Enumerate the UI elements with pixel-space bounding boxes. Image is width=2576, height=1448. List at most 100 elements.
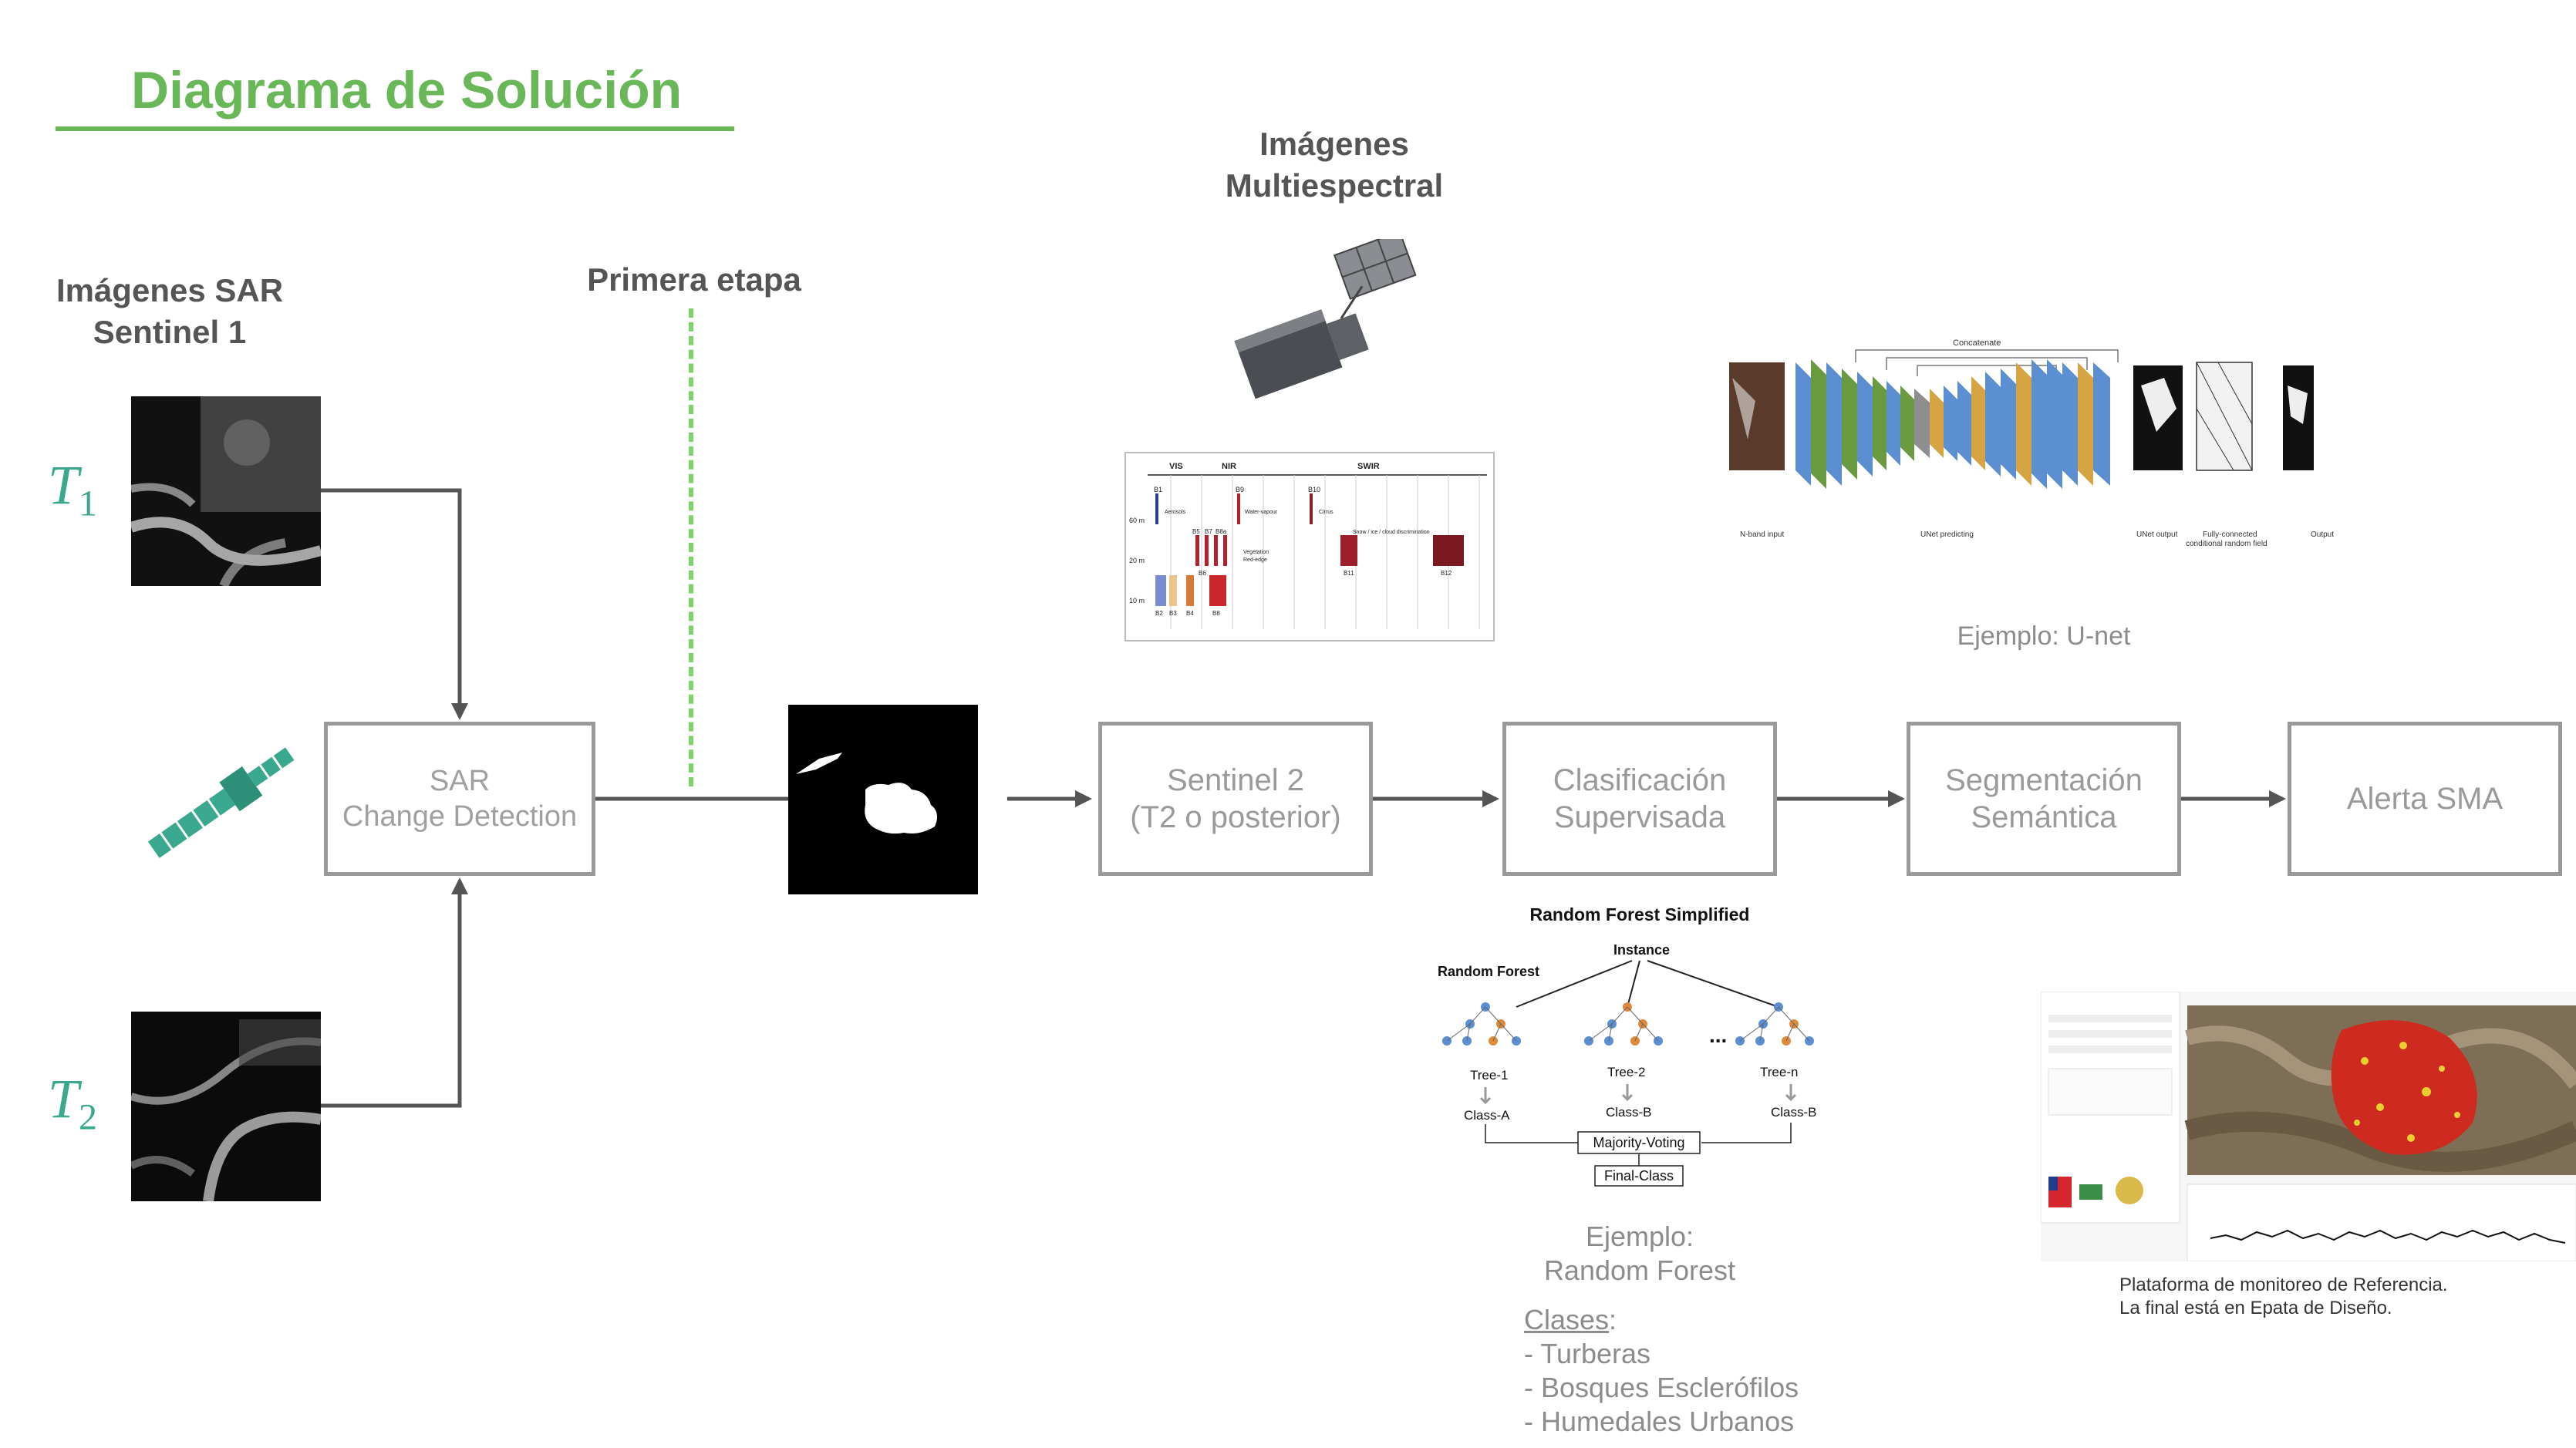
- note-aerosols: Aerosols: [1165, 510, 1186, 515]
- unet-label-final: Output: [2311, 530, 2334, 539]
- t1-sub: 1: [79, 483, 98, 524]
- rf-caption-line1: Ejemplo:: [1585, 1221, 1694, 1252]
- segmentacion-semantica-box: Segmentación Semántica: [1907, 722, 2181, 876]
- unet-label-output: UNet output: [2136, 530, 2178, 539]
- unet-label-input: N-band input: [1740, 530, 1784, 539]
- t2-sub: 2: [79, 1096, 98, 1138]
- band-b5: B5: [1192, 528, 1200, 535]
- unet-label-crf: conditional random field: [2186, 540, 2267, 548]
- s2-box-line2: (T2 o posterior): [1130, 800, 1341, 834]
- res-60m: 60 m: [1129, 517, 1145, 524]
- unet-layers: [1795, 359, 2110, 489]
- note-vegetation: Vegetation: [1243, 550, 1269, 555]
- clasif-box-line1: Clasificación: [1553, 763, 1727, 797]
- band-b1: B1: [1154, 486, 1162, 493]
- sar-box-line2: Change Detection: [342, 800, 578, 833]
- unet-diagram: Concatenate N-band input UNet predicting…: [1729, 338, 2334, 548]
- sar-label-line2: Sentinel 1: [93, 314, 247, 350]
- clasif-box-line2: Supervisada: [1553, 800, 1726, 834]
- band-b7: B7: [1205, 528, 1212, 535]
- multispectral-satellite-icon: [1234, 239, 1417, 399]
- res-20m: 20 m: [1129, 557, 1145, 564]
- rf-class-b-1: Class-B: [1606, 1105, 1652, 1120]
- t1-letter: T: [48, 454, 79, 516]
- t2-to-sar-arrow: [321, 877, 468, 1108]
- sar-image-t2: [131, 1012, 321, 1201]
- band-b2: B2: [1155, 610, 1163, 617]
- rf-class-a: Class-A: [1464, 1108, 1510, 1123]
- clases-heading: Clases: [1524, 1304, 1610, 1335]
- rf-tree-2: [1584, 1002, 1663, 1046]
- band-b3: B3: [1169, 610, 1177, 617]
- sar-change-detection-box: SAR Change Detection: [324, 722, 595, 876]
- page-title: Diagrama de Solución: [131, 61, 683, 120]
- clases-colon: :: [1609, 1304, 1617, 1335]
- rf-majority-voting: Majority-Voting: [1593, 1135, 1684, 1150]
- multi-label-line1: Imágenes: [1259, 126, 1409, 162]
- rf-caption: Ejemplo: Random Forest: [1485, 1220, 1794, 1288]
- rf-tree-n-label: Tree-n: [1760, 1065, 1798, 1079]
- multi-label-line2: Multiespectral: [1225, 167, 1444, 204]
- t2-letter: T: [48, 1068, 79, 1130]
- t2-label: T2: [48, 1067, 97, 1138]
- alerta-sma-box: Alerta SMA: [2288, 722, 2562, 876]
- band-region-vis: VIS: [1169, 462, 1183, 471]
- change-mask-image: [788, 705, 978, 894]
- sar-satellite-icon: [147, 747, 295, 858]
- multiespectral-label: Imágenes Multiespectral: [1149, 123, 1519, 207]
- t1-label: T1: [48, 453, 97, 524]
- clases-list: Clases: - Turberas - Bosques Esclerófilo…: [1524, 1303, 1894, 1439]
- unet-label-fc: Fully-connected: [2203, 530, 2257, 539]
- rf-dots: ...: [1709, 1023, 1727, 1047]
- band-b8a: B8a: [1216, 528, 1227, 535]
- band-b6: B6: [1199, 570, 1206, 577]
- rf-title: Random Forest Simplified: [1530, 904, 1750, 924]
- t1-to-sar-arrow: [321, 488, 468, 720]
- band-b11: B11: [1344, 570, 1354, 577]
- rf-tree-2-label: Tree-2: [1607, 1065, 1645, 1079]
- rf-class-b-2: Class-B: [1771, 1105, 1817, 1120]
- rf-tree-1: [1442, 1002, 1521, 1046]
- rf-tree-1-label: Tree-1: [1470, 1068, 1508, 1083]
- sar-label-line1: Imágenes SAR: [56, 272, 284, 308]
- band-b8: B8: [1212, 610, 1220, 617]
- sar-image-t1: [131, 396, 321, 586]
- band-b4: B4: [1186, 610, 1194, 617]
- note-red-edge: Red-edge: [1243, 557, 1267, 563]
- band-region-nir: NIR: [1222, 462, 1236, 471]
- platform-caption: Plataforma de monitoreo de Referencia. L…: [2119, 1274, 2567, 1320]
- note-cirrus: Cirrus: [1319, 510, 1334, 515]
- rf-final-class: Final-Class: [1604, 1168, 1674, 1184]
- s2-box-line1: Sentinel 2: [1167, 763, 1304, 797]
- sar-images-label: Imágenes SAR Sentinel 1: [31, 270, 309, 353]
- rf-instance: Instance: [1613, 942, 1670, 958]
- title-underline: [56, 126, 734, 131]
- segm-box-line1: Segmentación: [1945, 763, 2143, 797]
- note-snow-ice-cloud: Snow / ice / cloud discrimination: [1353, 530, 1430, 535]
- random-forest-diagram: Random Forest Simplified Instance Random…: [1438, 904, 1817, 1187]
- band-b9: B9: [1236, 486, 1244, 493]
- rf-caption-line2: Random Forest: [1543, 1254, 1736, 1286]
- platform-caption-line1: Plataforma de monitoreo de Referencia.: [2119, 1275, 2448, 1295]
- clase-turberas: - Turberas: [1524, 1338, 1651, 1369]
- clase-bosques: - Bosques Esclerófilos: [1524, 1372, 1799, 1403]
- sentinel2-box: Sentinel 2 (T2 o posterior): [1098, 722, 1373, 876]
- sar-box-line1: SAR: [429, 765, 491, 797]
- sentinel2-bands-chart: VIS NIR SWIR 60 m 20 m 10 m B1 B9 B10 B5…: [1124, 452, 1495, 641]
- res-10m: 10 m: [1129, 597, 1145, 604]
- unet-concatenate-label: Concatenate: [1953, 338, 2001, 348]
- clase-humedales: - Humedales Urbanos: [1524, 1406, 1795, 1437]
- band-b10: B10: [1308, 486, 1320, 493]
- rf-forest-label: Random Forest: [1438, 964, 1539, 979]
- rf-tree-n: [1735, 1002, 1814, 1046]
- band-b12: B12: [1441, 570, 1452, 577]
- primera-etapa-label: Primera etapa: [587, 261, 801, 298]
- platform-caption-line2: La final está en Epata de Diseño.: [2119, 1298, 2392, 1318]
- clasificacion-supervisada-box: Clasificación Supervisada: [1502, 722, 1777, 876]
- segm-box-line2: Semántica: [1971, 800, 2117, 834]
- note-water-vapour: Water-vapour: [1245, 510, 1278, 515]
- alerta-box-label: Alerta SMA: [2346, 782, 2504, 816]
- band-region-swir: SWIR: [1357, 462, 1380, 471]
- monitoring-platform-screenshot: [2041, 992, 2576, 1261]
